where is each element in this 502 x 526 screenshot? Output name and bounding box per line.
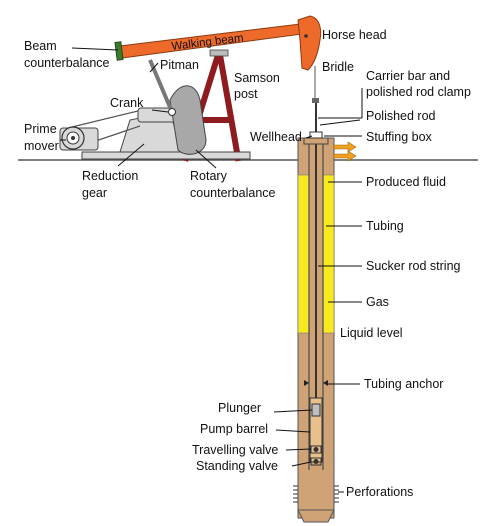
label-horse-head: Horse head — [322, 28, 387, 42]
leader-lines — [60, 47, 363, 493]
standing-valve-cage — [310, 457, 322, 466]
label-rotary-counterbalance-line1: Rotary — [190, 169, 228, 183]
label-standing-valve: Standing valve — [196, 459, 278, 473]
label-crank: Crank — [110, 96, 144, 110]
gas-zone — [297, 174, 310, 334]
pitman-rod — [148, 59, 174, 113]
label-perforations: Perforations — [346, 485, 413, 499]
label-liquid-level: Liquid level — [340, 326, 403, 340]
label-stuffing-box: Stuffing box — [366, 130, 433, 144]
label-bridle: Bridle — [322, 60, 354, 74]
produced-fluid-outlet-lower — [333, 150, 357, 162]
casing-bottom — [297, 509, 335, 523]
tubing-anchor-right — [323, 380, 328, 386]
perforations-left — [293, 485, 298, 503]
carrier-bar — [312, 98, 319, 103]
travelling-valve-ball — [313, 447, 319, 452]
pump-base — [81, 151, 251, 160]
gas-zone-right — [322, 174, 335, 334]
horse-head — [297, 15, 322, 71]
horse-head-pin — [304, 34, 308, 38]
label-beam-counterbalance-line2: counterbalance — [24, 56, 110, 70]
label-samson-post-line2: post — [234, 87, 258, 101]
tubing-anchor-left — [304, 380, 309, 386]
rotary-counterweight — [169, 85, 207, 155]
label-pump-barrel: Pump barrel — [200, 422, 268, 436]
plunger — [311, 403, 321, 417]
standing-valve-ball — [313, 459, 319, 464]
belt-upper — [71, 110, 139, 128]
stuffing-box — [309, 131, 323, 139]
perforations-right — [334, 485, 339, 503]
label-gas: Gas — [366, 295, 389, 309]
label-wellhead: Wellhead — [250, 130, 302, 144]
label-prime-mover-line2: mover — [24, 139, 59, 153]
label-beam-counterbalance-line1: Beam — [24, 39, 57, 53]
label-tubing-anchor: Tubing anchor — [364, 377, 443, 391]
wellhead-cap — [303, 137, 329, 145]
label-produced-fluid: Produced fluid — [366, 175, 446, 189]
label-sucker-rod-string: Sucker rod string — [366, 259, 461, 273]
well-casing — [293, 100, 357, 523]
label-carrier-bar-line1: Carrier bar and — [366, 69, 450, 83]
label-tubing: Tubing — [366, 219, 404, 233]
crank-pin — [168, 108, 176, 116]
label-carrier-bar-line2: polished rod clamp — [366, 85, 471, 99]
label-polished-rod: Polished rod — [366, 109, 436, 123]
produced-fluid-outlet-upper — [333, 141, 357, 153]
prime-mover-pulley-hub — [71, 136, 75, 140]
label-reduction-gear-line2: gear — [82, 186, 107, 200]
label-samson-post-line1: Samson — [234, 71, 280, 85]
beam-counterbalance — [114, 41, 124, 61]
label-plunger: Plunger — [218, 401, 261, 415]
label-reduction-gear-line1: Reduction — [82, 169, 138, 183]
label-pitman: Pitman — [160, 58, 199, 72]
label-travelling-valve: Travelling valve — [192, 443, 278, 457]
pump-jack — [59, 15, 323, 162]
saddle-bearing — [209, 49, 229, 57]
label-rotary-counterbalance-line2: counterbalance — [190, 186, 276, 200]
label-prime-mover-line1: Prime — [24, 122, 57, 136]
